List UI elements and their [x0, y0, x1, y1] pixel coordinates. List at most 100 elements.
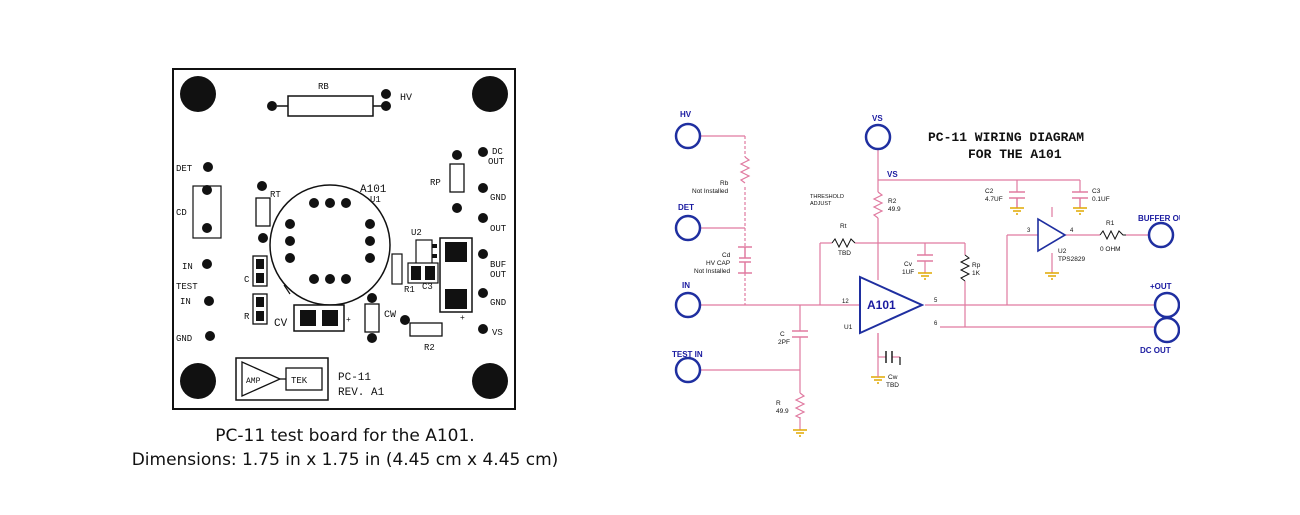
- label-vs: VS: [872, 114, 883, 123]
- capacitor-c: [792, 330, 808, 338]
- pcb-label-c3: C3: [422, 282, 433, 292]
- label-test-in: TEST IN: [672, 350, 703, 359]
- resistor-r1: [1099, 229, 1126, 241]
- pin-5: 5: [934, 298, 938, 304]
- label-rb: Rb: [720, 180, 729, 187]
- pcb-label-buf: BUF: [490, 260, 506, 270]
- pcb-label-gnd-r2: GND: [490, 298, 506, 308]
- pcb-label-rp: RP: [430, 178, 441, 188]
- label-c3: C3: [1092, 188, 1101, 195]
- label-rt: Rt: [840, 223, 847, 230]
- pcb-label-r2: R2: [424, 343, 435, 353]
- pcb-pad: [478, 249, 488, 259]
- mounting-hole-bl: [180, 363, 216, 399]
- label-c-val: 2PF: [778, 339, 790, 346]
- pcb-label-gnd-r1: GND: [490, 193, 506, 203]
- label-cw-val: TBD: [886, 382, 899, 389]
- label-r2-val: 49.9: [888, 206, 901, 213]
- label-c2-val: 4.7UF: [985, 196, 1003, 203]
- pcb-pad: [400, 315, 410, 325]
- ground-symbol: [918, 272, 932, 280]
- label-r2: R2: [888, 198, 897, 205]
- label-det: DET: [678, 203, 694, 212]
- terminal-buffer-out: [1147, 221, 1175, 249]
- pcb-pad: [478, 147, 488, 157]
- capacitor-cd: [738, 246, 752, 274]
- ground-symbol: [1045, 272, 1059, 280]
- pcb-label-cv: CV: [274, 318, 288, 330]
- terminal-det: [674, 214, 702, 242]
- label-a101: A101: [867, 298, 896, 312]
- pcb-pad: [478, 288, 488, 298]
- label-r1: R1: [1106, 220, 1115, 227]
- pcb-label-rb: RB: [318, 82, 329, 92]
- label-vs-net: VS: [887, 170, 898, 179]
- pcb-pad: [452, 150, 462, 160]
- resistor-r: [794, 392, 806, 419]
- label-plus-out: +OUT: [1150, 282, 1172, 291]
- pcb-pad: [478, 324, 488, 334]
- terminal-test-in: [674, 356, 702, 384]
- resistor-rb: [739, 156, 751, 184]
- terminal-hv: [674, 122, 702, 150]
- pcb-pad: [267, 101, 277, 111]
- pcb-pad: [381, 101, 391, 111]
- pcb-pad: [258, 233, 268, 243]
- label-r1-val: 0 OHM: [1100, 246, 1121, 253]
- pcb-label-out: OUT: [490, 224, 507, 234]
- pcb-label-pc11: PC-11: [338, 372, 371, 384]
- label-cw: Cw: [888, 374, 898, 381]
- pcb-label-a101: A101: [360, 184, 387, 196]
- mounting-hole-tr: [472, 76, 508, 112]
- pcb-label-u2: U2: [411, 228, 422, 238]
- label-r: R: [776, 400, 781, 407]
- label-rb-note: Not Installed: [692, 188, 729, 195]
- mounting-hole-br: [472, 363, 508, 399]
- label-rp-val: 1K: [972, 270, 981, 277]
- pcb-pad: [452, 203, 462, 213]
- pcb-label-cd: CD: [176, 208, 187, 218]
- pcb-label-rev: REV. A1: [338, 387, 385, 399]
- pcb-pad: [367, 333, 377, 343]
- pcb-label-r: R: [244, 312, 250, 322]
- pcb-label-dc: DC: [492, 147, 503, 157]
- label-c2: C2: [985, 188, 994, 195]
- pcb-pad: [381, 89, 391, 99]
- pcb-label-dc-out: OUT: [488, 157, 505, 167]
- pcb-label-gnd-left: GND: [176, 334, 192, 344]
- pcb-pad: [202, 259, 212, 269]
- pcb-pad: [204, 296, 214, 306]
- pcb-pad: [478, 183, 488, 193]
- pin-6: 6: [934, 321, 938, 327]
- label-threshold-1: THRESHOLD: [810, 194, 844, 200]
- pcb-label-tek: TEK: [291, 376, 308, 386]
- label-c3-val: 0.1UF: [1092, 196, 1110, 203]
- label-cv-val: 1UF: [902, 269, 914, 276]
- pcb-label-det: DET: [176, 164, 193, 174]
- label-cd-note: Not Installed: [694, 268, 731, 275]
- pcb-label-test: TEST: [176, 282, 198, 292]
- label-rt-val: TBD: [838, 250, 851, 257]
- pcb-rb-body: [287, 95, 374, 117]
- pcb-pad: [203, 162, 213, 172]
- capacitor-cv: [917, 254, 933, 262]
- ground-symbol: [1010, 207, 1024, 215]
- caption-line-2: Dimensions: 1.75 in x 1.75 in (4.45 cm x…: [131, 450, 559, 470]
- terminal-plus-out: [1153, 291, 1180, 319]
- label-buffer-out: BUFFER OUT: [1138, 214, 1180, 223]
- label-u1: U1: [844, 324, 853, 331]
- label-hv: HV: [680, 110, 692, 119]
- amplifier-a101: [859, 275, 925, 335]
- caption-line-1: PC-11 test board for the A101.: [215, 426, 475, 446]
- pcb-layout-drawing: RB HV DET CD IN TEST IN GND RT A101 U1 C…: [172, 68, 516, 410]
- ground-symbols: [793, 207, 1087, 437]
- capacitor-c3: [1072, 191, 1088, 208]
- pin-4: 4: [1070, 228, 1074, 234]
- pcb-label-in: IN: [182, 262, 193, 272]
- pcb-pad: [202, 223, 212, 233]
- terminal-in: [674, 291, 702, 319]
- buffer-u2: [1037, 217, 1067, 253]
- label-c: C: [780, 331, 785, 338]
- pcb-caption: PC-11 test board for the A101. Dimension…: [100, 424, 590, 472]
- pcb-label-amp: AMP: [246, 377, 261, 386]
